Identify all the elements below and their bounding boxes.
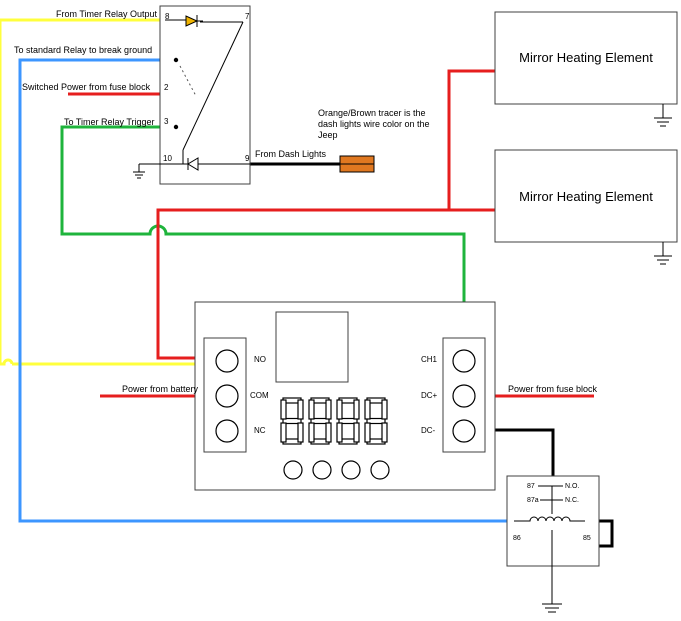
label-tracer-line3: Jeep [318,130,338,140]
seven-segment [297,422,304,443]
timer-module-display-window [275,311,349,383]
label-no: NO [254,355,266,364]
seven-segment [310,417,330,425]
relay-diagonal-contact [182,21,244,151]
seven-segment [325,422,332,443]
seven-segment [381,422,388,443]
seven-segment [308,422,315,443]
label-timer-output: From Timer Relay Output [56,9,158,19]
pin8-label: 8 [165,12,170,21]
seven-segment [353,399,360,420]
module-button-1[interactable] [283,460,303,480]
pin3-dot [173,124,179,130]
seven-segment [280,399,287,420]
label-no-contact: N.O. [565,483,579,490]
seven-segment [280,422,287,443]
label-ch1: CH1 [421,355,438,364]
label-timer-trigger: To Timer Relay Trigger [64,117,155,127]
label-nc: NC [254,426,266,435]
seven-segment [364,399,371,420]
seven-segment-display [280,397,388,445]
yellow-wire [0,18,220,366]
seven-segment [381,399,388,420]
terminal-dc-minus[interactable] [452,419,476,443]
seven-segment [353,422,360,443]
label-pin87a: 87a [527,497,539,504]
heater-bottom-label: Mirror Heating Element [519,189,653,204]
pin7-label: 7 [245,12,250,21]
label-pin86: 86 [513,535,521,542]
terminal-nc[interactable] [215,419,239,443]
blue-wire [18,58,514,523]
terminal-ch1[interactable] [452,349,476,373]
label-tracer-line1: Orange/Brown tracer is the [318,108,426,118]
diode-top-icon [185,15,199,27]
black-wire-ground [478,428,555,476]
seven-segment [308,399,315,420]
seven-segment-digit [308,397,332,445]
seven-segment-digit [336,397,360,445]
label-dash-lights: From Dash Lights [255,149,327,159]
label-switched-power: Switched Power from fuse block [22,82,151,92]
module-button-3[interactable] [341,460,361,480]
seven-segment-digit [280,397,304,445]
seven-segment [282,417,302,425]
pin2-dot [173,57,179,63]
pin2-label: 2 [164,83,169,92]
timer-relay-block [159,5,251,185]
terminal-no[interactable] [215,349,239,373]
seven-segment [325,399,332,420]
pin3-label: 3 [164,117,169,126]
label-nc-contact: N.C. [565,497,579,504]
seven-segment [336,422,343,443]
terminal-dc-plus[interactable] [452,384,476,408]
label-tracer-line2: dash lights wire color on the [318,119,430,129]
label-power-battery: Power from battery [122,384,199,394]
seven-segment [338,417,358,425]
label-pin87: 87 [527,483,535,490]
contact-dash [179,65,197,97]
label-dc-plus: DC+ [421,391,438,400]
pin10-label: 10 [163,154,172,163]
pin9-label: 9 [245,154,250,163]
label-dc-minus: DC- [421,426,436,435]
label-com: COM [250,391,269,400]
module-button-4[interactable] [370,460,390,480]
label-standard-relay: To standard Relay to break ground [14,45,152,55]
heater-bottom-box [494,149,678,243]
terminal-com[interactable] [215,384,239,408]
relay-coil-icon [514,516,585,522]
module-button-2[interactable] [312,460,332,480]
label-power-fuse: Power from fuse block [508,384,598,394]
heater-top-box [494,11,678,105]
red-wire-heater-feed [156,69,495,360]
seven-segment [336,399,343,420]
seven-segment [366,417,386,425]
label-pin85: 85 [583,535,591,542]
seven-segment [364,422,371,443]
seven-segment [297,399,304,420]
yellow-wire-crossover [0,358,14,366]
heater-top-label: Mirror Heating Element [519,50,653,65]
seven-segment-digit [364,397,388,445]
